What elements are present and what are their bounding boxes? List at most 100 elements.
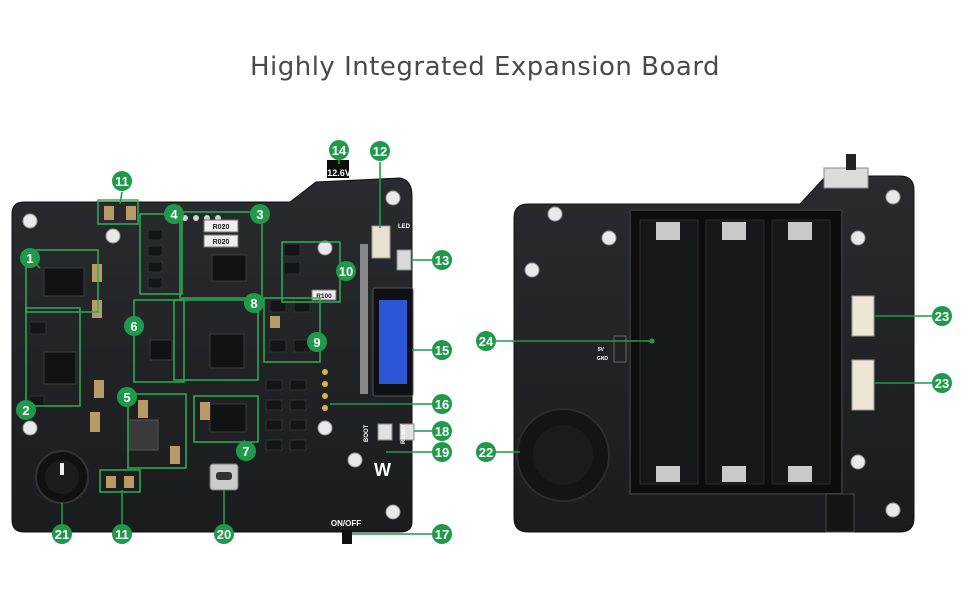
callout-18: 18	[432, 421, 452, 441]
resistor-label: R020	[213, 239, 230, 246]
mount-hole	[22, 213, 38, 229]
ic-chip	[149, 339, 173, 361]
callout-10: 10	[336, 261, 356, 281]
pin-header	[613, 335, 627, 363]
jst-connector	[851, 295, 875, 337]
svg-text:11: 11	[115, 527, 129, 542]
boot-label: BOOT	[364, 424, 370, 442]
svg-text:18: 18	[435, 424, 449, 439]
svg-text:2: 2	[22, 403, 29, 418]
callout-9: 9	[307, 332, 327, 352]
mount-hole	[317, 240, 333, 256]
svg-text:10: 10	[339, 264, 353, 279]
callout-6: 6	[124, 316, 144, 336]
callout-2: 2	[16, 400, 36, 420]
brand-logo: W	[374, 460, 391, 480]
callout-21: 21	[52, 524, 72, 544]
ic-chip	[211, 254, 247, 282]
mount-hole	[850, 230, 866, 246]
mount-hole	[105, 228, 121, 244]
svg-text:12: 12	[373, 144, 387, 159]
mount-hole	[547, 206, 563, 222]
callout-7: 7	[236, 441, 256, 461]
svg-text:16: 16	[435, 397, 449, 412]
battery-slot	[771, 219, 831, 485]
mount-hole	[385, 504, 401, 520]
svg-text:19: 19	[435, 445, 449, 460]
callout-11-bottom: 11	[112, 524, 132, 544]
boot-button[interactable]	[377, 423, 393, 441]
resistor-label: R100	[316, 293, 332, 300]
callout-20: 20	[214, 524, 234, 544]
pin-5v-label: 5V	[598, 347, 605, 353]
pin-gnd-label: GND	[597, 356, 609, 362]
reset-label: RESET	[401, 424, 407, 444]
mount-hole	[850, 454, 866, 470]
ic-chip	[209, 403, 247, 433]
svg-text:24: 24	[479, 334, 494, 349]
voltage-label: 12.6V	[327, 168, 351, 178]
svg-text:3: 3	[256, 207, 263, 222]
svg-text:6: 6	[130, 319, 137, 334]
callout-11-top: 11	[112, 171, 132, 191]
on-off-label: ON/OFF	[331, 519, 361, 528]
led-label: LED	[398, 224, 411, 230]
mount-hole	[885, 189, 901, 205]
callout-12: 12	[370, 141, 390, 161]
callout-1: 1	[20, 248, 40, 268]
callout-4: 4	[164, 204, 184, 224]
svg-text:8: 8	[250, 296, 257, 311]
mount-hole	[385, 190, 401, 206]
back-board: 5V GND	[513, 154, 915, 533]
svg-text:7: 7	[242, 444, 249, 459]
callout-24: 24	[476, 331, 496, 351]
callout-5: 5	[117, 387, 137, 407]
resistor-label: R020	[213, 224, 230, 231]
svg-text:21: 21	[55, 527, 69, 542]
power-switch[interactable]	[342, 530, 352, 544]
callout-3: 3	[250, 204, 270, 224]
callout-17: 17	[432, 524, 452, 544]
svg-text:23: 23	[935, 376, 949, 391]
svg-text:15: 15	[435, 343, 449, 358]
mount-hole	[885, 502, 901, 518]
callout-15: 15	[432, 340, 452, 360]
svg-text:23: 23	[935, 309, 949, 324]
slide-switch[interactable]	[823, 167, 869, 189]
ic-chip	[43, 267, 85, 297]
battery-slot	[639, 219, 699, 485]
mount-hole	[524, 262, 540, 278]
callout-23-upper: 23	[932, 306, 952, 326]
svg-text:14: 14	[332, 143, 347, 158]
mount-hole	[22, 420, 38, 436]
jst-connector	[851, 359, 875, 411]
switch-13	[396, 249, 412, 271]
svg-text:9: 9	[313, 335, 320, 350]
svg-text:22: 22	[479, 445, 493, 460]
svg-text:1: 1	[26, 251, 33, 266]
callout-14: 14	[329, 140, 349, 160]
svg-text:4: 4	[170, 207, 178, 222]
ic-chip	[43, 351, 77, 385]
mount-hole	[601, 230, 617, 246]
callout-23-lower: 23	[932, 373, 952, 393]
ic-chip	[209, 333, 245, 369]
page-title: Highly Integrated Expansion Board	[249, 52, 721, 82]
mount-hole	[317, 420, 333, 436]
callout-19: 19	[432, 442, 452, 462]
connector-12	[371, 225, 391, 259]
callout-22: 22	[476, 442, 496, 462]
inductor	[127, 419, 159, 451]
svg-text:20: 20	[217, 527, 231, 542]
battery-slot	[705, 219, 765, 485]
callout-16: 16	[432, 394, 452, 414]
svg-text:11: 11	[115, 174, 129, 189]
svg-text:17: 17	[435, 527, 449, 542]
svg-text:13: 13	[435, 253, 449, 268]
mount-hole	[347, 452, 363, 468]
module-outline	[25, 199, 341, 493]
callout-8: 8	[244, 293, 264, 313]
front-board: R020 R020 R100	[11, 160, 415, 544]
reset-button[interactable]	[399, 423, 415, 441]
svg-text:5: 5	[123, 390, 130, 405]
